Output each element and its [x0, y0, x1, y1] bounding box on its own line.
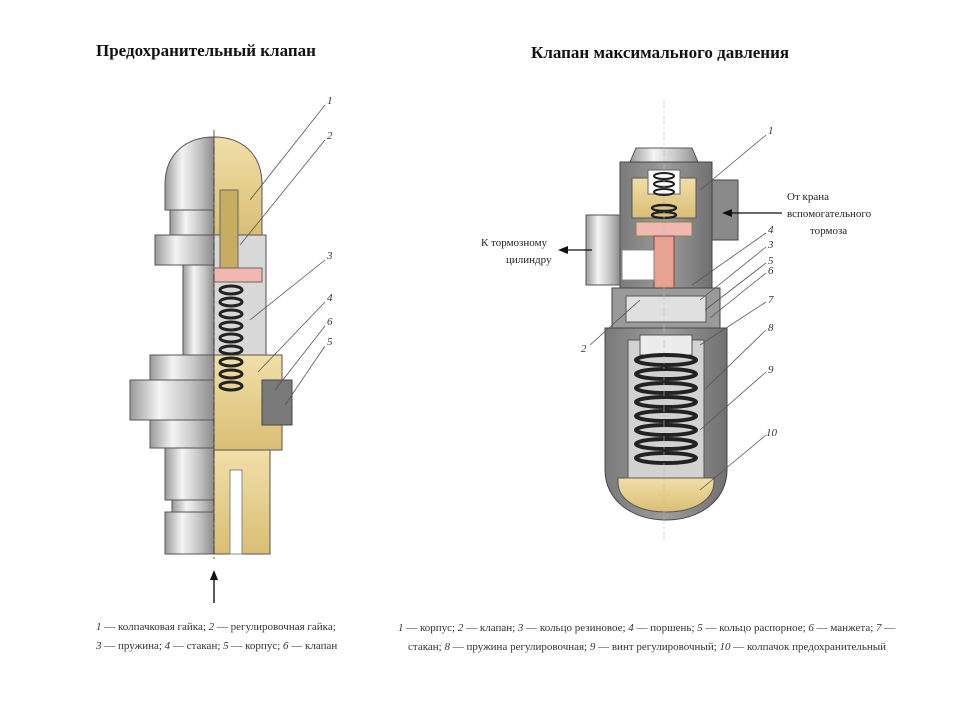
legend-number: 3 — [517, 622, 524, 634]
safety-valve-illustration — [129, 104, 326, 603]
legend-text: — регулировочная гайка; — [214, 621, 336, 633]
legend-number: 4 — [628, 622, 634, 634]
label-to-cylinder-line1: К тормозному — [481, 237, 548, 249]
spring-coils — [218, 284, 244, 392]
legend-text: — пружина регулировочная; — [449, 641, 590, 653]
callout-left-5: 5 — [327, 336, 333, 348]
legend-text: — колпачковая гайка; — [101, 621, 209, 633]
legend-text: — клапан; — [463, 622, 518, 634]
callout-right-8: 8 — [768, 322, 774, 334]
callout-left-2: 2 — [327, 130, 333, 142]
legend-text: — колпачок предохранительный — [730, 641, 887, 653]
callout-right-7: 7 — [768, 294, 774, 306]
legend-number: 2 — [457, 622, 464, 634]
legend-number: 1 — [96, 621, 102, 633]
right-legend-line-1: 1 — корпус; 2 — клапан; 3 — кольцо резин… — [398, 619, 895, 638]
legend-text: — клапан — [288, 640, 338, 652]
label-from-crane-line2: вспомогательного — [787, 208, 872, 220]
legend-text: стакан; — [408, 641, 445, 653]
callout-right-9: 9 — [768, 364, 774, 376]
label-from-crane-line1: От крана — [787, 191, 829, 203]
callout-right-5: 5 — [768, 255, 774, 267]
label-to-cylinder-line2: цилиндру — [506, 254, 552, 266]
legend-text: — корпус; — [228, 640, 284, 652]
left-legend-line-1: 1 — колпачковая гайка; 2 — регулировочна… — [96, 618, 337, 637]
callout-left-4: 4 — [327, 292, 333, 304]
main-spring-coils — [634, 353, 698, 465]
inflow-arrow — [210, 570, 218, 603]
legend-number: 1 — [398, 622, 404, 634]
legend-text: — винт регулировочный; — [595, 641, 720, 653]
legend-text: — кольцо распорное; — [702, 622, 809, 634]
legend-number: 8 — [444, 641, 450, 653]
callout-left-6: 6 — [327, 316, 333, 328]
legend-number: 6 — [808, 622, 814, 634]
legend-number: 9 — [589, 641, 596, 653]
legend-text: — стакан; — [170, 640, 224, 652]
legend-number: 2 — [208, 621, 215, 633]
inflow-from-crane-arrow — [722, 209, 782, 217]
legend-number: 6 — [283, 640, 289, 652]
legend-number: 4 — [164, 640, 171, 652]
legend-text: — поршень; — [633, 622, 698, 634]
legend-text: — пружина; — [101, 640, 165, 652]
callout-right-4: 4 — [768, 224, 774, 236]
legend-text: — корпус; — [403, 622, 458, 634]
legend-number: 5 — [697, 622, 703, 634]
right-legend-line-2: стакан; 8 — пружина регулировочная; 9 — … — [398, 638, 895, 657]
max-pressure-valve-illustration — [558, 100, 782, 540]
callout-right-6: 6 — [768, 265, 774, 277]
legend-text: — манжета; — [813, 622, 877, 634]
callout-right-10: 10 — [766, 427, 778, 439]
legend-text: — — [881, 622, 896, 634]
right-diagram-title: Клапан максимального давления — [531, 43, 790, 62]
callout-right-3: 3 — [767, 239, 774, 251]
callout-left-1: 1 — [327, 95, 333, 107]
legend-number: 3 — [96, 640, 102, 652]
callout-left-3: 3 — [326, 250, 333, 262]
left-legend: 1 — колпачковая гайка; 2 — регулировочна… — [96, 618, 337, 656]
left-diagram-title: Предохранительный клапан — [96, 41, 316, 60]
callout-right-1: 1 — [768, 125, 774, 137]
legend-number: 7 — [876, 622, 882, 634]
left-legend-line-2: 3 — пружина; 4 — стакан; 5 — корпус; 6 —… — [96, 637, 337, 656]
label-from-crane-line3: тормоза — [810, 225, 847, 237]
callout-right-2: 2 — [581, 343, 587, 355]
outflow-to-cylinder-arrow — [558, 246, 592, 254]
legend-number: 10 — [719, 641, 731, 653]
right-legend: 1 — корпус; 2 — клапан; 3 — кольцо резин… — [398, 619, 895, 657]
legend-number: 5 — [223, 640, 229, 652]
legend-text: — кольцо резиновое; — [523, 622, 629, 634]
